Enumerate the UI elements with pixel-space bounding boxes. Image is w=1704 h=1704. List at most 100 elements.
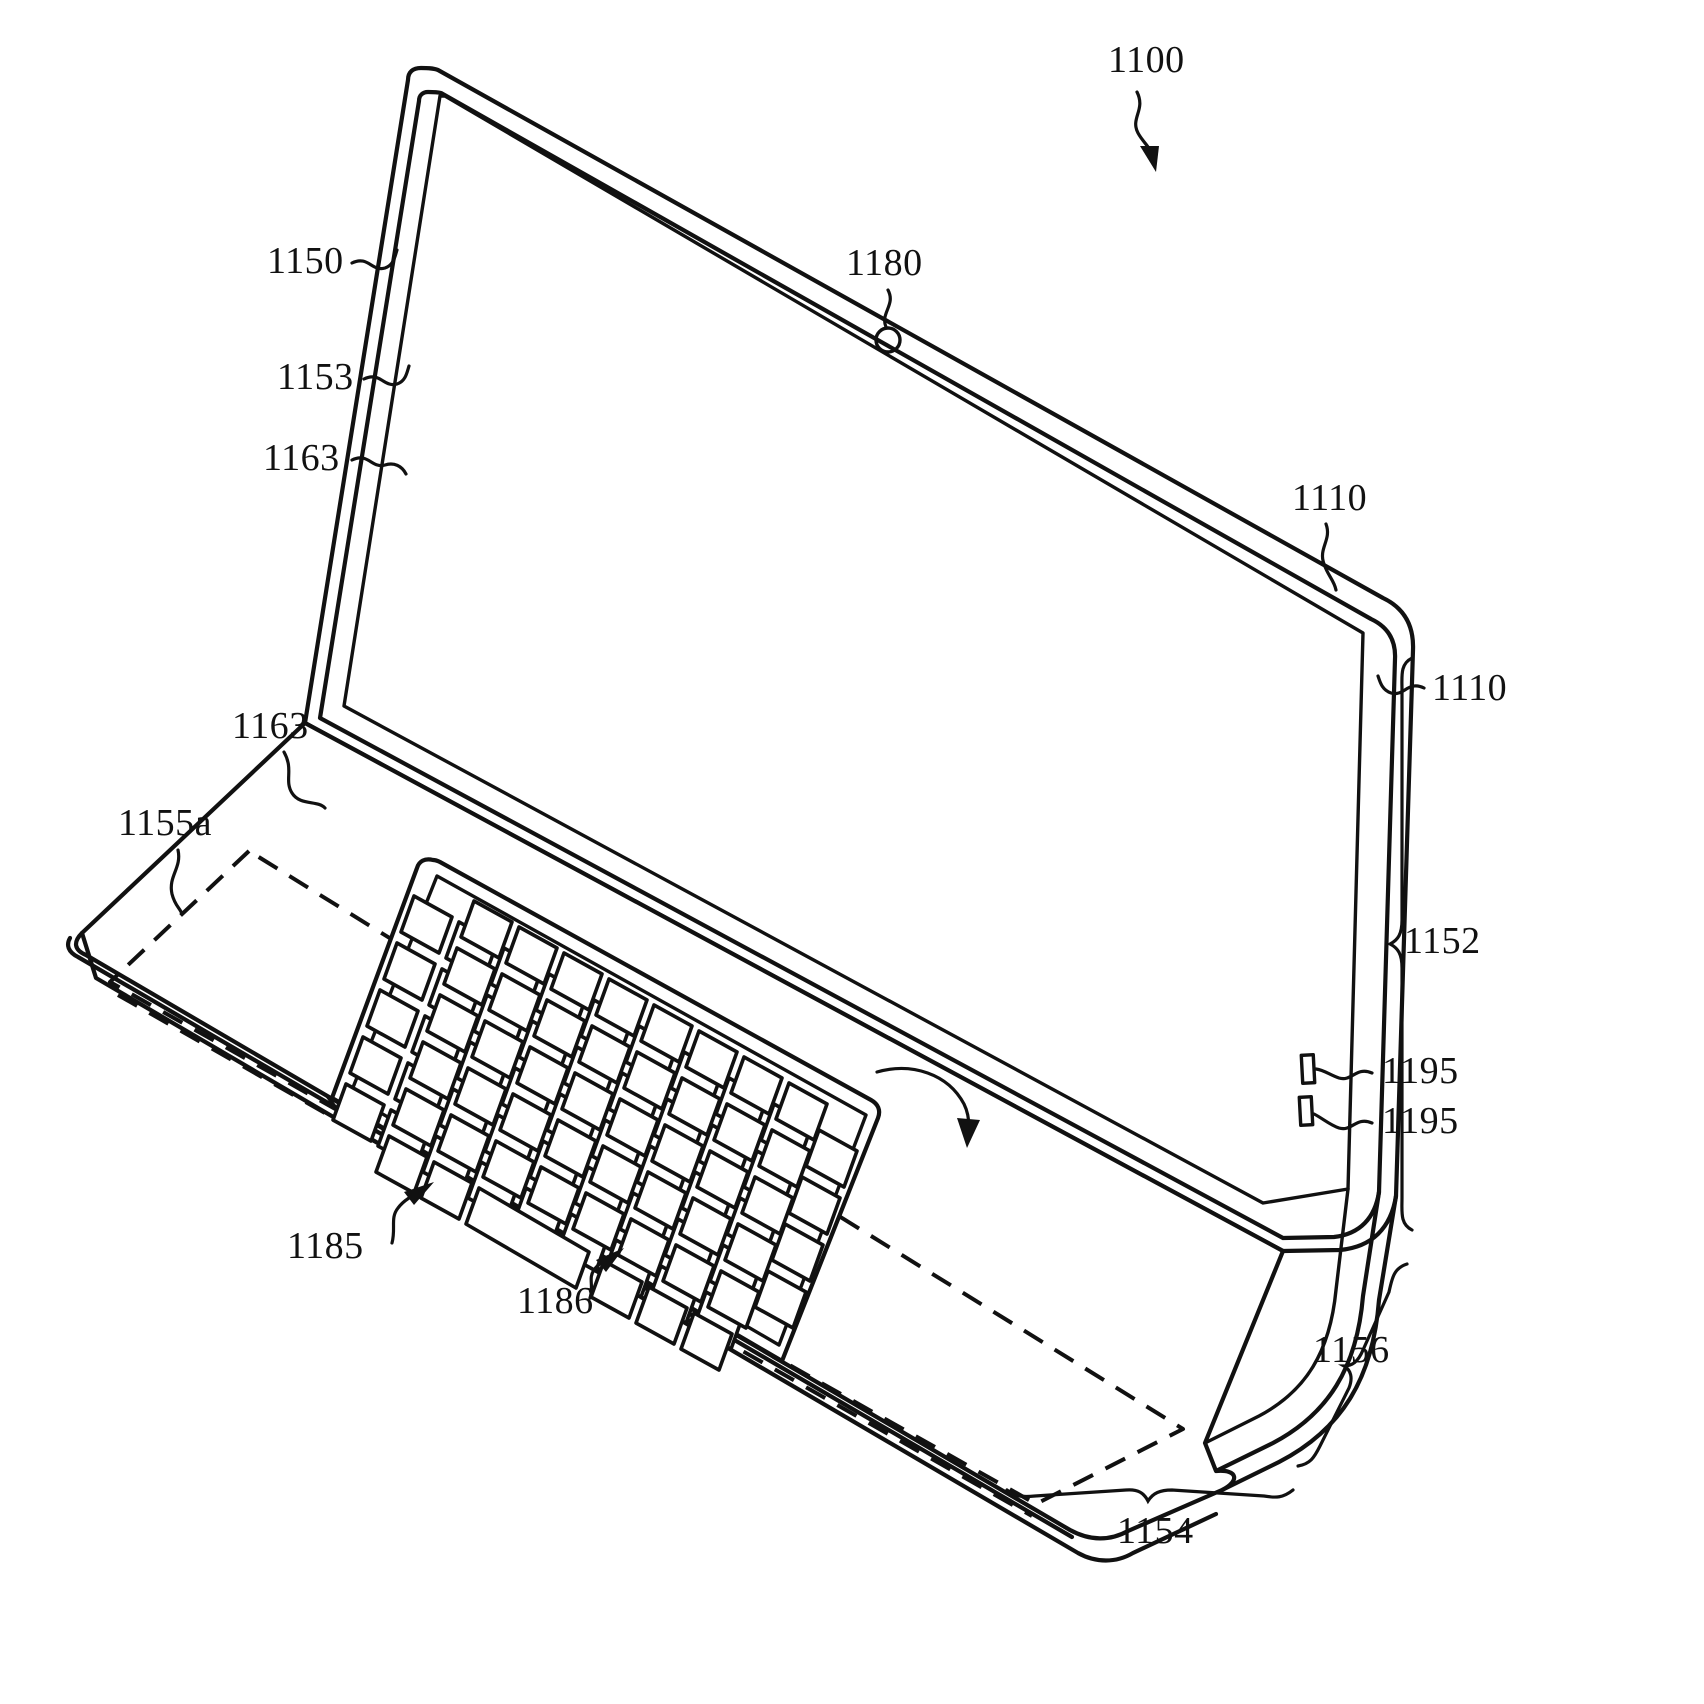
key[interactable] [650, 1123, 705, 1184]
key[interactable] [605, 1097, 660, 1158]
keyboard-row [408, 1040, 778, 1283]
key[interactable] [712, 1102, 767, 1163]
leader-1163-lower [282, 750, 327, 810]
leader-1180 [883, 288, 892, 329]
key[interactable] [589, 1259, 644, 1320]
key[interactable] [684, 1029, 739, 1090]
key[interactable] [774, 1081, 829, 1142]
ref-1186: 1186 [517, 1280, 594, 1322]
key[interactable] [549, 951, 604, 1012]
ref-1163-upper: 1163 [263, 437, 340, 479]
key[interactable] [577, 1024, 632, 1085]
leader-1110-upper [1321, 522, 1338, 592]
key[interactable] [459, 899, 514, 960]
leader-1163-upper [350, 456, 408, 476]
ref-1163-lower: 1163 [232, 705, 309, 747]
ref-1152: 1152 [1404, 920, 1481, 962]
keyboard-row [391, 1087, 761, 1330]
key[interactable] [331, 1082, 386, 1143]
leader-1195-upper [1314, 1067, 1374, 1081]
ref-1195-upper: 1195 [1382, 1050, 1459, 1092]
key[interactable] [622, 1050, 677, 1111]
ref-1180: 1180 [846, 242, 923, 284]
brace-1154 [1005, 1488, 1295, 1505]
key[interactable] [481, 1139, 536, 1200]
ref-1155a: 1155a [118, 802, 212, 844]
leader-1150 [350, 248, 399, 271]
leader-1110-right [1376, 674, 1426, 696]
key[interactable] [678, 1196, 733, 1257]
key[interactable] [399, 894, 454, 955]
ref-1185: 1185 [287, 1225, 364, 1267]
leader-1155a [169, 848, 184, 916]
key[interactable] [442, 946, 497, 1007]
key[interactable] [504, 925, 559, 986]
key[interactable] [391, 1087, 446, 1148]
leader-1186 [588, 1248, 624, 1300]
brace-1156 [1296, 1262, 1409, 1468]
key[interactable] [408, 1040, 463, 1101]
key[interactable] [616, 1217, 671, 1278]
key[interactable] [667, 1076, 722, 1137]
keyboard-row [459, 899, 829, 1142]
ref-1153: 1153 [277, 356, 354, 398]
key[interactable] [526, 1165, 581, 1226]
key[interactable] [470, 1019, 525, 1080]
key[interactable] [571, 1191, 626, 1252]
key[interactable] [695, 1149, 750, 1210]
key[interactable] [560, 1071, 615, 1132]
key[interactable] [382, 941, 437, 1002]
right-inner-curve [1213, 1189, 1382, 1474]
key[interactable] [365, 988, 420, 1049]
port-lower [1297, 1095, 1315, 1127]
brace-1152 [1386, 656, 1414, 1232]
key[interactable] [634, 1285, 689, 1346]
key[interactable] [729, 1055, 784, 1116]
key-spacebar[interactable] [464, 1186, 591, 1290]
keyboard-row-spacebar [374, 1134, 734, 1372]
key[interactable] [543, 1118, 598, 1179]
ref-1110-right: 1110 [1432, 667, 1507, 709]
ref-1110-upper: 1110 [1292, 477, 1367, 519]
base-front-lower-line [79, 930, 1219, 1563]
key[interactable] [498, 1092, 553, 1153]
base-left-edge [66, 935, 1075, 1540]
key[interactable] [679, 1311, 734, 1372]
key[interactable] [633, 1170, 688, 1231]
ref-1156: 1156 [1313, 1329, 1390, 1371]
ports-group [1297, 1053, 1317, 1127]
ref-1154: 1154 [1117, 1510, 1194, 1552]
key[interactable] [348, 1035, 403, 1096]
key[interactable] [706, 1269, 761, 1330]
key[interactable] [436, 1113, 491, 1174]
key[interactable] [515, 1045, 570, 1106]
key[interactable] [740, 1175, 795, 1236]
right-innermost-curve [1203, 1187, 1350, 1445]
keyboard-row [425, 993, 795, 1236]
base-recess-inner-dashed [117, 993, 1033, 1518]
key[interactable] [487, 972, 542, 1033]
key[interactable] [639, 1003, 694, 1064]
key[interactable] [723, 1222, 778, 1283]
ref-1100: 1100 [1108, 39, 1185, 81]
leader-1185 [390, 1182, 434, 1245]
camera-icon [874, 326, 902, 354]
key[interactable] [532, 998, 587, 1059]
key[interactable] [757, 1128, 812, 1189]
ref-1195-lower: 1195 [1382, 1100, 1459, 1142]
key[interactable] [453, 1066, 508, 1127]
key[interactable] [588, 1144, 643, 1205]
keyboard-keys [331, 894, 859, 1372]
base-recess-dashed [108, 849, 1185, 1506]
leader-1100 [1134, 90, 1159, 172]
leader-1195-lower [1312, 1112, 1374, 1131]
keyboard-row [442, 946, 812, 1189]
leader-1153 [362, 364, 411, 387]
key[interactable] [594, 977, 649, 1038]
rotation-arrow [875, 1067, 980, 1148]
port-upper [1299, 1053, 1317, 1085]
key[interactable] [425, 993, 480, 1054]
key[interactable] [661, 1243, 716, 1304]
